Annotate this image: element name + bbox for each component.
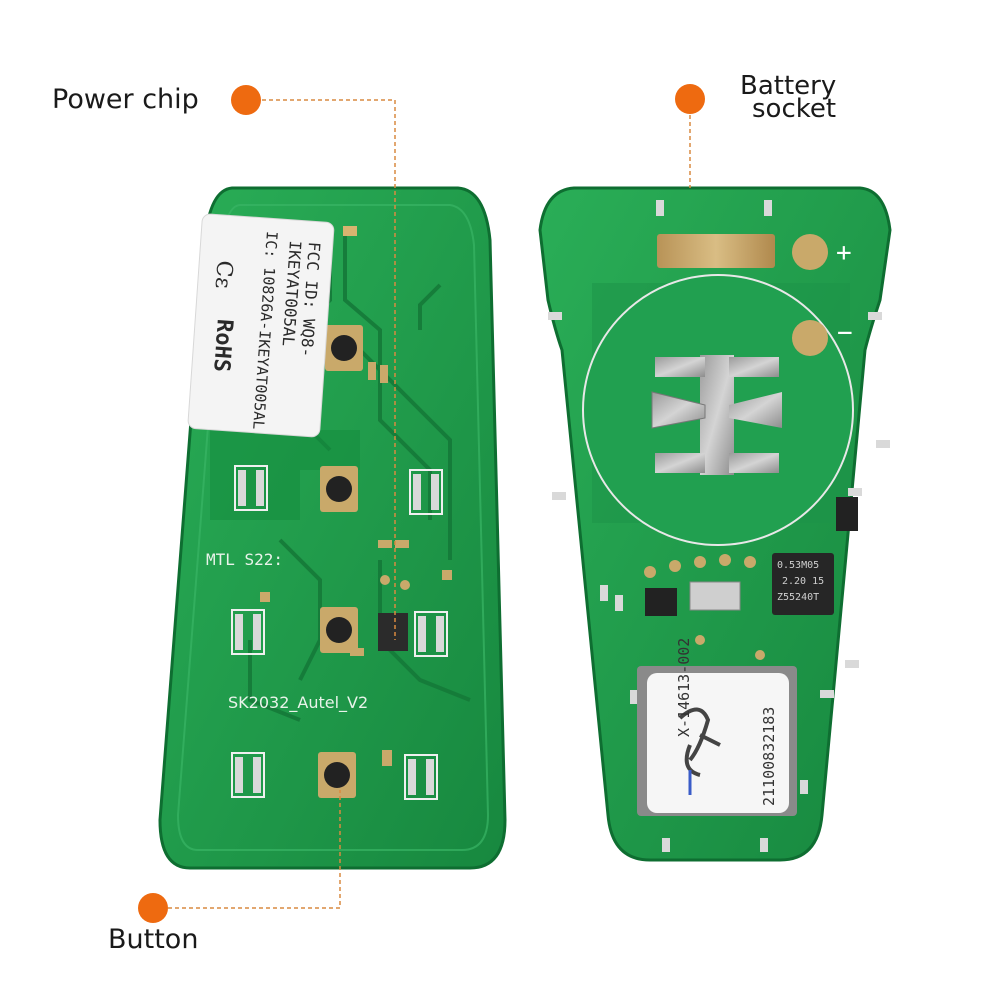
power-chip [378, 613, 408, 651]
battery-spring-contact [651, 355, 782, 475]
callout-battery-socket-label-line1: Battery [740, 71, 837, 101]
silk-mtl: MTL S22: [206, 550, 284, 569]
tactile-button-4 [318, 752, 356, 798]
sticker-rohs: RoHS [208, 318, 237, 373]
sticker-ce-mark: Cε [209, 259, 237, 290]
callout-battery-socket-label-line2: socket [752, 94, 837, 124]
rf-chip [772, 553, 834, 615]
callout-battery-socket-dot [675, 84, 705, 114]
tactile-button-2 [320, 466, 358, 512]
chip-marking-1: 0.53M05 [777, 560, 820, 571]
module-serial-1: X-14613-002 [675, 637, 693, 737]
chip-marking-2: 2.20 15 [782, 576, 825, 587]
callout-power-chip-dot [231, 85, 261, 115]
callout-power-chip-label: Power chip [52, 84, 199, 115]
rf-module [637, 666, 797, 816]
tactile-button-3 [320, 607, 358, 653]
callout-button-dot [138, 893, 168, 923]
chip-marking-3: Z55240T [777, 592, 820, 603]
battery-positive-tab [657, 234, 775, 268]
minus-sign: − [837, 318, 853, 348]
module-serial-2: 21100832183 [760, 706, 778, 806]
left-pcb-board [158, 186, 507, 870]
fcc-sticker [187, 213, 335, 438]
plus-sign: + [836, 238, 852, 268]
right-pcb-board [538, 186, 892, 862]
silk-model: SK2032_Autel_V2 [228, 693, 369, 712]
callout-button-label: Button [108, 924, 199, 955]
tactile-button-1 [325, 325, 363, 371]
